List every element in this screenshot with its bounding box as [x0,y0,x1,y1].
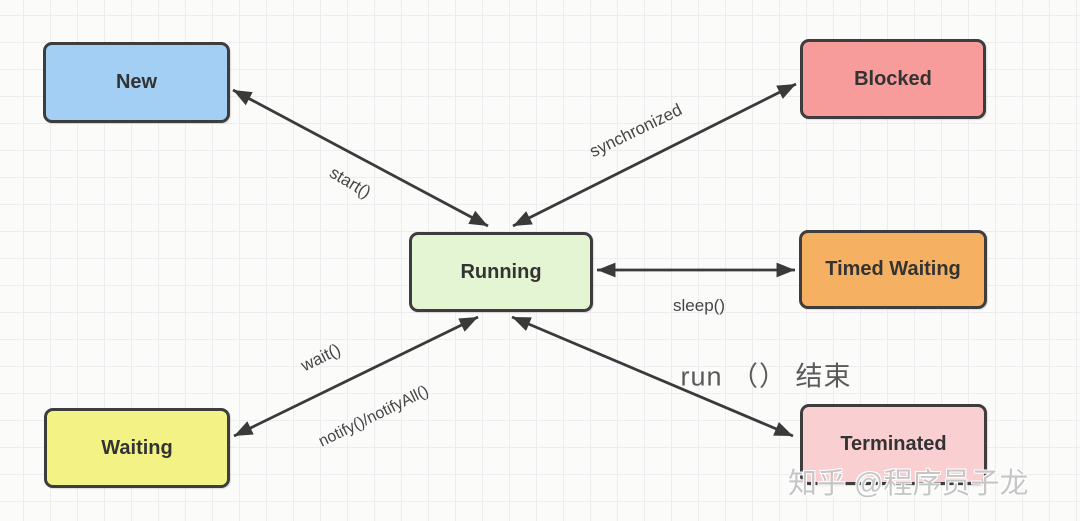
node-terminated: Terminated [800,404,987,485]
node-running: Running [409,232,593,312]
node-waiting: Waiting [44,408,230,488]
edge-label-run-end: run （） 结束 [680,361,852,392]
node-new: New [43,42,230,123]
edge-waiting-running [233,315,479,438]
node-waiting-label: Waiting [101,436,173,459]
edge-running-terminated [511,315,794,438]
node-running-label: Running [460,260,542,283]
watermark-zhihu: 知乎 @程序员子龙 [788,468,1029,500]
node-timed-waiting-label: Timed Waiting [825,258,961,280]
node-new-label: New [115,71,158,93]
edge-new-running [232,88,489,228]
edge-label-sleep: sleep() [673,296,725,315]
node-timed-waiting: Timed Waiting [799,230,987,309]
node-blocked-label: Blocked [854,67,932,90]
edge-running-blocked [512,82,797,228]
node-blocked: Blocked [800,39,986,119]
node-terminated-label: Terminated [840,433,947,455]
